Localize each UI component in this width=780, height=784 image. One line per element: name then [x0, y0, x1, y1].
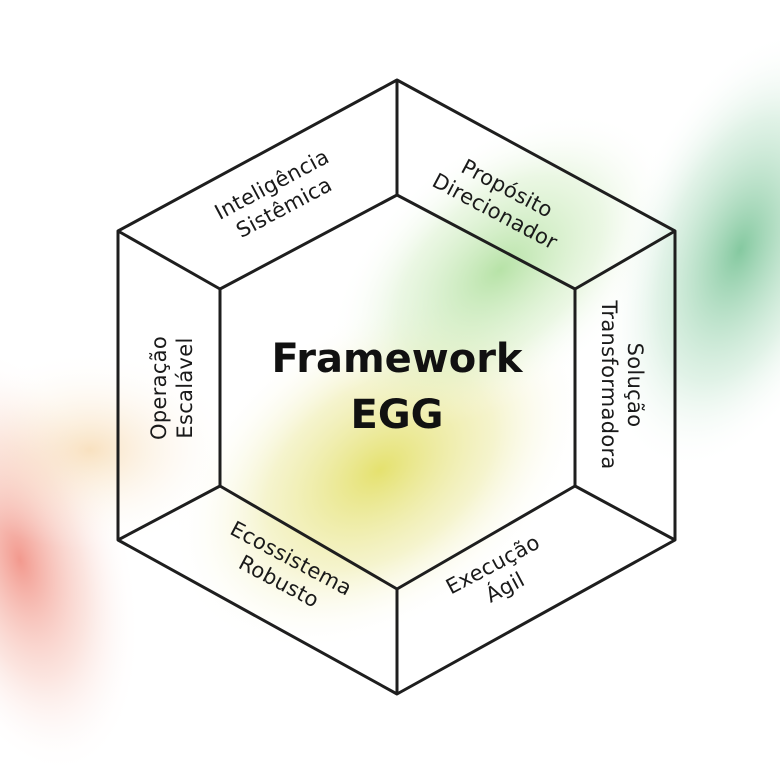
segment-left: Operação Escalável — [147, 336, 197, 440]
segment-left-line1: Operação — [147, 336, 171, 440]
hexagon-frame — [116, 78, 677, 696]
connector-bottom-right — [574, 484, 676, 542]
connector-bottom-left — [117, 484, 221, 542]
segment-right-line2: Transformadora — [597, 299, 621, 469]
segment-right: Solução Transformadora — [597, 299, 647, 469]
center-title-line2: EGG — [351, 392, 444, 438]
segment-right-line1: Solução — [623, 343, 647, 428]
center-title: Framework EGG — [271, 336, 523, 438]
connector-top-left — [117, 229, 221, 291]
connector-top-right — [574, 229, 676, 291]
center-title-line1: Framework — [271, 336, 523, 382]
segment-left-line2: Escalável — [173, 337, 197, 438]
